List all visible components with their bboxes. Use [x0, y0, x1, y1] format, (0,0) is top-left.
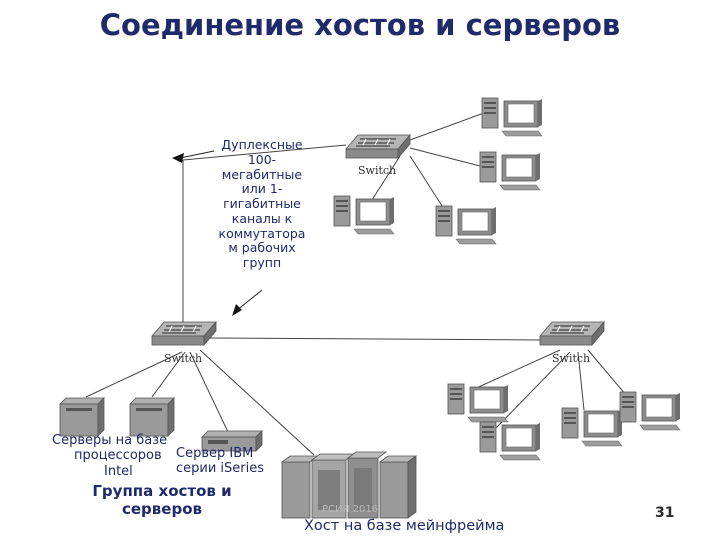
switch-left: [151, 321, 217, 346]
note-line: групп: [242, 255, 282, 270]
switch-left-label: Switch: [164, 352, 202, 365]
intel-servers-label: Серверы на базе процессоров Intel: [52, 433, 167, 479]
switch-right: [539, 321, 605, 346]
switch-top-label: Switch: [358, 164, 396, 177]
note-line: м рабочих: [228, 240, 296, 256]
ibm-server-label-line: серии iSeries: [176, 461, 265, 477]
ibm-server-label-line: Сервер IBM: [176, 446, 254, 461]
page-number: 31: [655, 505, 675, 521]
group-label-line: Группа хостов и: [92, 482, 232, 500]
group-label-line: серверов: [121, 499, 202, 518]
workstation-top-2: [479, 151, 541, 191]
intel-servers-label-line: Серверы на базе: [52, 433, 168, 448]
intel-server-1: [59, 397, 105, 437]
workstation-right-4: [619, 391, 681, 431]
duplex-channels-note: Дуплексные 100- мегабитные или 1- гигаби…: [212, 137, 312, 271]
intel-server-2: [129, 397, 175, 437]
slide-title: Соединение хостов и серверов: [99, 8, 621, 42]
workstation-top-4: [435, 205, 497, 245]
note-line: коммутатора: [218, 225, 306, 241]
faint-watermark-text: РСИЯ 2016: [322, 504, 379, 515]
workstation-right-2: [479, 421, 541, 461]
workstation-top-1: [481, 97, 543, 137]
workstation-right-3: [561, 407, 623, 447]
note-line: Дуплексные: [221, 137, 303, 152]
switch-top: [345, 134, 411, 159]
ibm-server: [201, 430, 263, 452]
connection-lines: [85, 112, 627, 456]
switch-right-label: Switch: [552, 352, 590, 365]
group-label: Группа хостов и серверов: [72, 482, 252, 518]
mainframe: [280, 451, 418, 519]
mainframe-label: Хост на базе мейнфрейма: [304, 518, 505, 534]
note-line: 100-: [247, 151, 277, 167]
workstation-right-1: [447, 383, 509, 423]
intel-servers-label-line: процессоров: [74, 448, 162, 464]
note-line: или 1-: [241, 181, 283, 197]
note-line: гигабитные: [223, 196, 301, 211]
note-line: каналы к: [231, 210, 293, 226]
note-line: мегабитные: [221, 166, 303, 182]
ibm-server-label: Сервер IBM серии iSeries: [176, 446, 264, 477]
intel-servers-label-line: Intel: [104, 463, 133, 479]
workstation-top-3: [333, 195, 395, 235]
